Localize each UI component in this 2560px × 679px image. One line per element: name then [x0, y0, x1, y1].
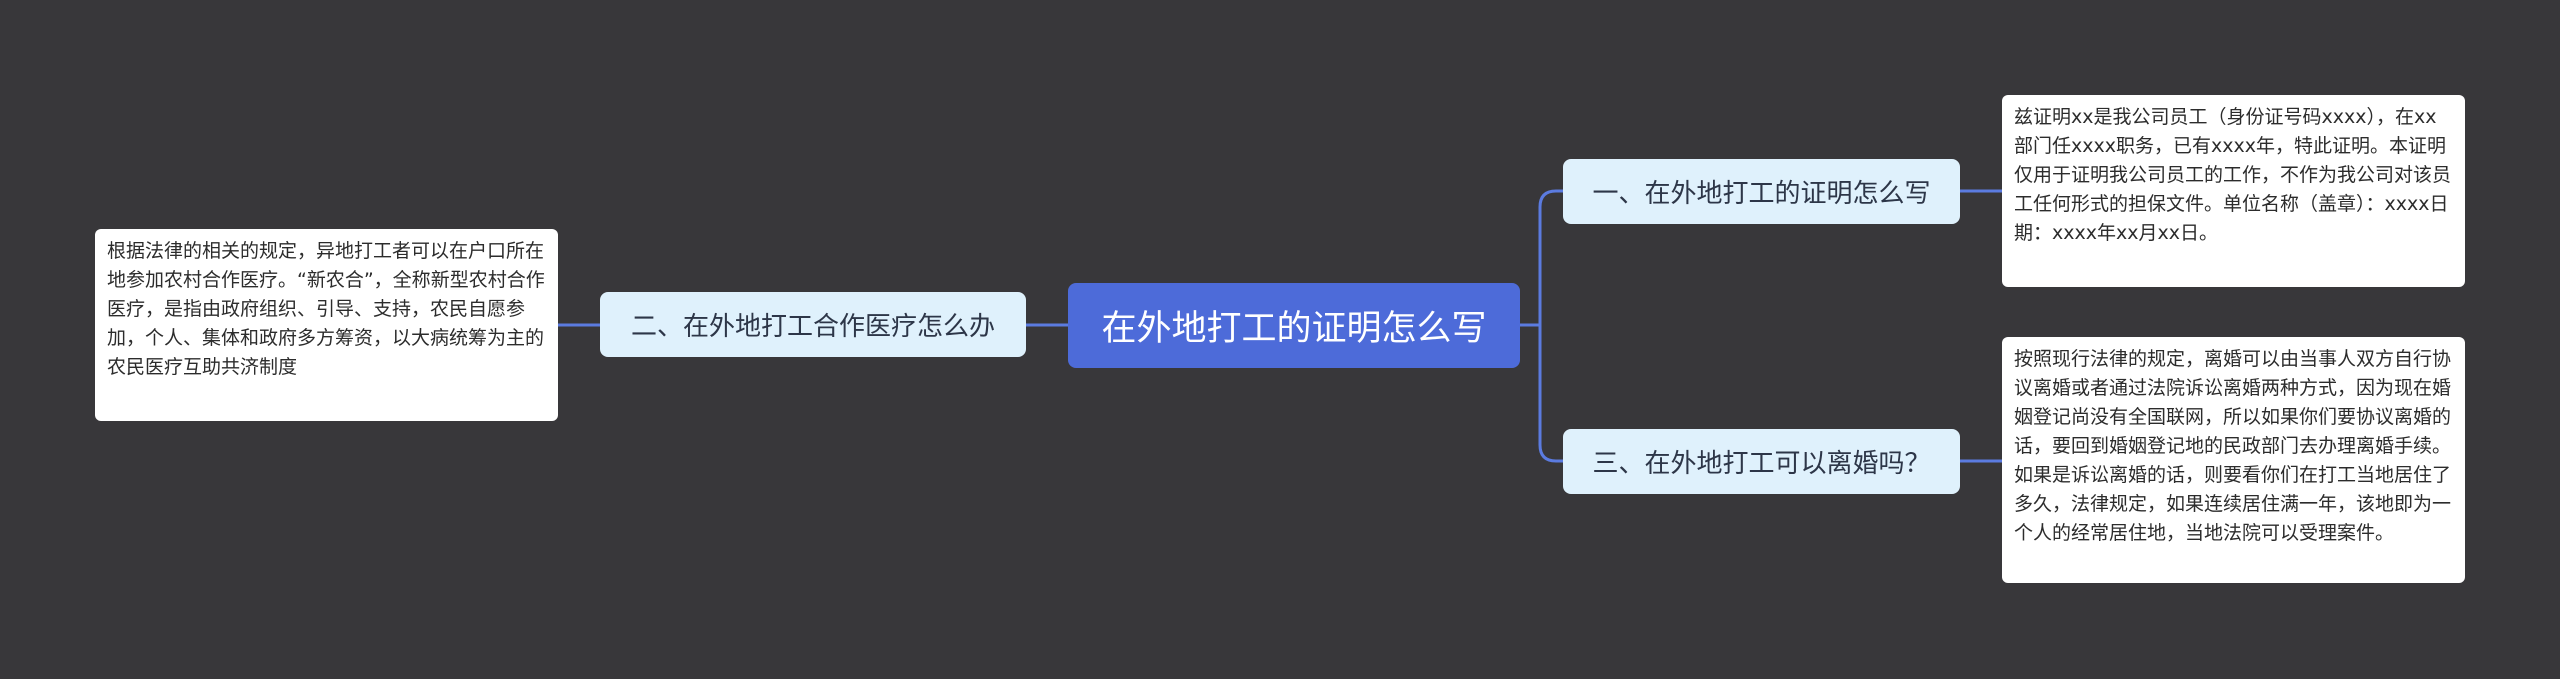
connector-root-branch-3 [1520, 323, 1563, 463]
detail-note-2[interactable]: 根据法律的相关的规定，异地打工者可以在户口所在地参加农村合作医疗。“新农合”，全… [95, 229, 558, 421]
detail-note-1[interactable]: 兹证明xx是我公司员工（身份证号码xxxx），在xx部门任xxxx职务，已有xx… [2002, 95, 2465, 287]
branch-topic-2[interactable]: 二、在外地打工合作医疗怎么办 [600, 292, 1026, 357]
branch-topic-3[interactable]: 三、在外地打工可以离婚吗？ [1563, 429, 1960, 494]
root-topic[interactable]: 在外地打工的证明怎么写 [1068, 283, 1520, 368]
connector-root-branch-1 [1520, 189, 1563, 327]
detail-note-3[interactable]: 按照现行法律的规定，离婚可以由当事人双方自行协议离婚或者通过法院诉讼离婚两种方式… [2002, 337, 2465, 583]
branch-topic-1[interactable]: 一、在外地打工的证明怎么写 [1563, 159, 1960, 224]
